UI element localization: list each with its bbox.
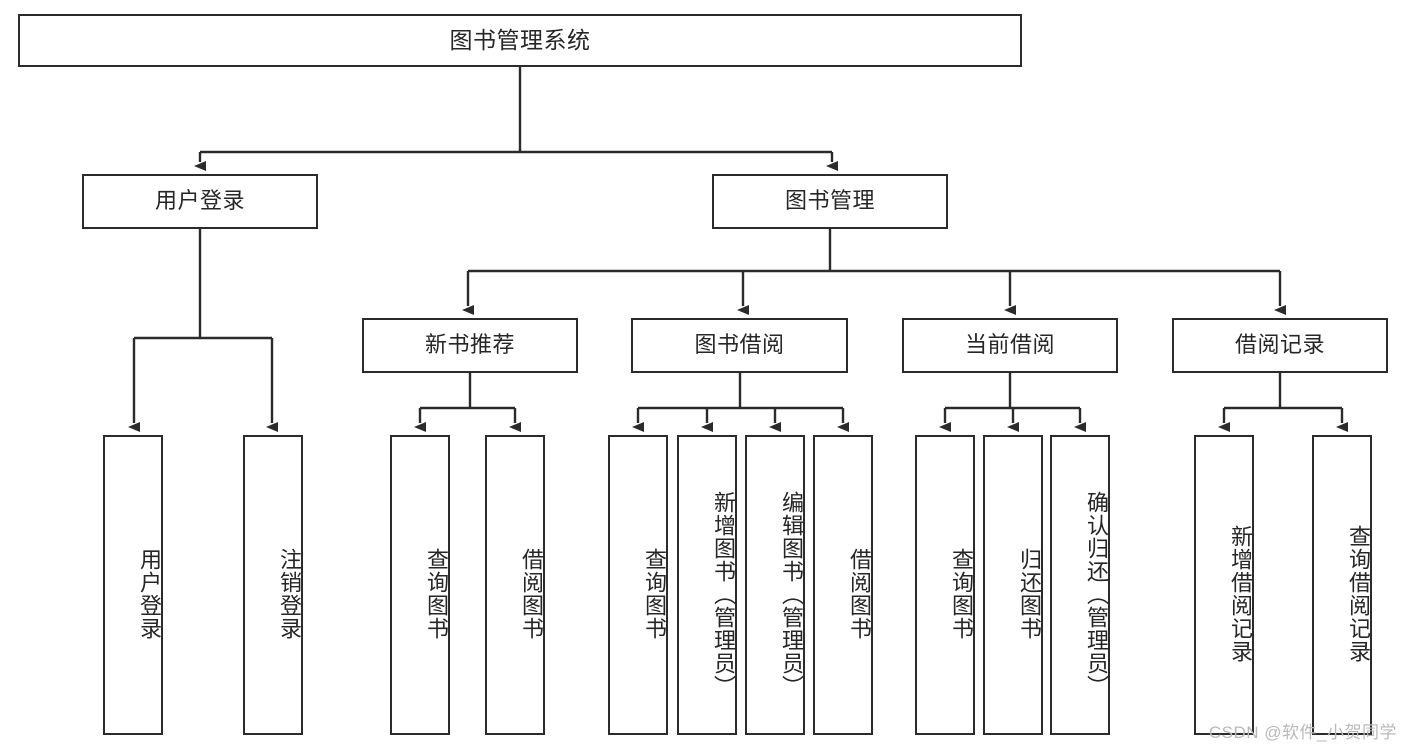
node-current-borrow[interactable]: 当前借阅: [902, 318, 1118, 373]
node-leaf-user-login[interactable]: 用户登录: [103, 435, 163, 735]
node-root[interactable]: 图书管理系统: [18, 14, 1022, 67]
node-label: 图书管理系统: [449, 26, 591, 53]
node-leaf-query-book-b[interactable]: 查询图书: [608, 435, 668, 735]
node-label: 查询借阅记录: [1346, 525, 1371, 663]
node-user-login[interactable]: 用户登录: [82, 174, 318, 229]
node-leaf-edit-book[interactable]: 编辑图书（管理员）: [745, 435, 805, 735]
node-label: 查询图书: [949, 548, 974, 640]
node-borrow-record[interactable]: 借阅记录: [1172, 318, 1388, 373]
node-label: 编辑图书（管理员）: [779, 490, 804, 698]
node-label: 用户登录: [137, 548, 162, 640]
node-label: 查询图书: [642, 548, 667, 640]
node-label: 借阅图书: [519, 548, 544, 640]
node-leaf-add-book[interactable]: 新增图书（管理员）: [677, 435, 737, 735]
csdn-watermark: CSDN @软件_小贺同学: [1208, 723, 1397, 742]
node-label: 注销登录: [277, 548, 302, 640]
node-leaf-query-record[interactable]: 查询借阅记录: [1312, 435, 1372, 735]
node-leaf-confirm-return[interactable]: 确认归还（管理员）: [1050, 435, 1110, 735]
node-leaf-query-book-a[interactable]: 查询图书: [390, 435, 450, 735]
node-label: 归还图书: [1017, 548, 1042, 640]
node-label: 确认归还（管理员）: [1084, 490, 1109, 698]
node-book-manage[interactable]: 图书管理: [712, 174, 948, 229]
node-leaf-user-logout[interactable]: 注销登录: [243, 435, 303, 735]
node-label: 图书借阅: [694, 332, 785, 358]
node-book-borrow[interactable]: 图书借阅: [631, 318, 848, 373]
node-leaf-borrow-book-a[interactable]: 借阅图书: [485, 435, 545, 735]
node-leaf-borrow-book-b[interactable]: 借阅图书: [813, 435, 873, 735]
node-label: 当前借阅: [964, 332, 1055, 358]
node-label: 新增借阅记录: [1228, 525, 1253, 663]
node-label: 借阅图书: [847, 548, 872, 640]
node-label: 图书管理: [784, 188, 875, 214]
node-label: 新书推荐: [424, 332, 515, 358]
node-leaf-query-book-c[interactable]: 查询图书: [915, 435, 975, 735]
node-label: 借阅记录: [1234, 332, 1325, 358]
node-leaf-add-record[interactable]: 新增借阅记录: [1194, 435, 1254, 735]
node-new-book-recommend[interactable]: 新书推荐: [362, 318, 578, 373]
node-leaf-return-book[interactable]: 归还图书: [983, 435, 1043, 735]
node-label: 新增图书（管理员）: [711, 490, 736, 698]
node-label: 查询图书: [424, 548, 449, 640]
node-label: 用户登录: [154, 188, 245, 214]
